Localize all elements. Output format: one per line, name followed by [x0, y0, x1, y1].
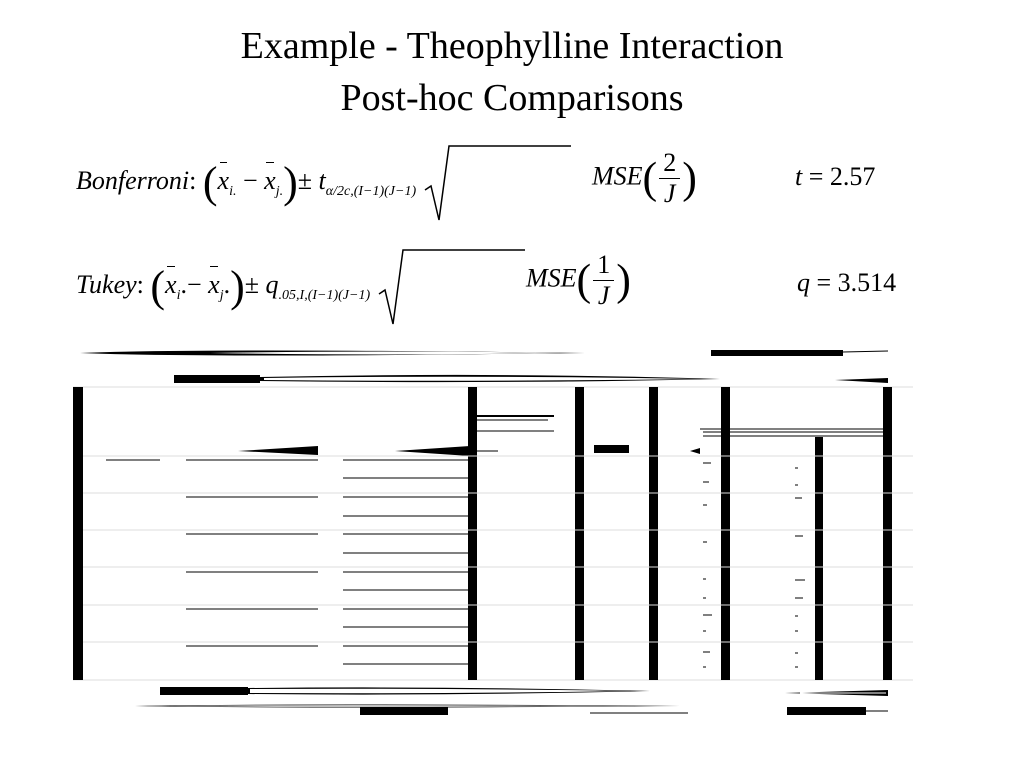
minus-sign: − [186, 269, 202, 299]
plus-minus-sign: ± [297, 165, 313, 195]
slide-title: Example - Theophylline Interaction Post-… [0, 20, 1024, 124]
radical-sign-icon [378, 249, 525, 325]
bonferroni-stat-eq: = [808, 162, 824, 191]
tukey-stat-value: 3.514 [837, 268, 897, 297]
square-root [377, 246, 527, 328]
bonferroni-label: Bonferroni [76, 165, 190, 195]
tukey-mse: MSE [526, 263, 577, 293]
x-j-subscript: j [219, 287, 224, 303]
bonferroni-stat-symbol: t [795, 162, 803, 191]
tukey-frac-num: 1 [593, 250, 615, 281]
tukey-critical-value: q = 3.514 [797, 268, 896, 298]
tukey-stat-symbol: q [797, 268, 810, 297]
bonferroni-frac-num: 2 [659, 148, 681, 179]
x-bar-j: x [208, 265, 220, 299]
tukey-frac-den: J [597, 281, 610, 310]
q-symbol: q [265, 269, 279, 299]
dot: . [180, 269, 187, 299]
x-bar-i: x [217, 161, 230, 195]
bonferroni-mse: MSE [592, 161, 643, 191]
x-bar-j: x [264, 161, 276, 195]
bonferroni-stat-value: 2.57 [829, 162, 876, 191]
frac-close-paren: ) [682, 153, 697, 203]
dot: . [223, 269, 231, 299]
bonferroni-critical-value: t = 2.57 [795, 162, 875, 192]
bonferroni-frac-den: J [663, 179, 676, 208]
radical-sign-icon [424, 145, 571, 221]
tukey-stat-eq: = [816, 268, 832, 297]
t-symbol: t [318, 165, 326, 195]
x-bar-i: x [165, 265, 177, 299]
title-line-2: Post-hoc Comparisons [340, 77, 684, 119]
q-subscript: .05,I,(I−1)(J−1) [278, 287, 371, 303]
open-paren: ( [202, 157, 218, 207]
close-paren: ) [230, 261, 245, 311]
x-i-subscript: i [176, 287, 181, 303]
tukey-formula: Tukey: (xi.− xj.)± q.05,I,(I−1)(J−1) [76, 246, 527, 328]
tukey-colon: : [136, 269, 144, 299]
minus-sign: − [242, 165, 258, 195]
x-i-subscript: i. [229, 183, 237, 199]
tukey-label: Tukey [76, 269, 137, 299]
open-paren: ( [150, 261, 166, 311]
frac-open-paren: ( [576, 255, 592, 305]
close-paren: ) [283, 157, 298, 207]
x-j-subscript: j. [275, 183, 284, 199]
title-line-1: Example - Theophylline Interaction [240, 25, 784, 67]
plus-minus-sign: ± [244, 269, 260, 299]
t-subscript: α/2c,(I−1)(J−1) [325, 183, 417, 199]
frac-close-paren: ) [616, 255, 631, 305]
frac-open-paren: ( [642, 153, 658, 203]
square-root [423, 142, 573, 224]
bonferroni-colon: : [189, 165, 197, 195]
bonferroni-formula: Bonferroni: (xi. − xj.)± tα/2c,(I−1)(J−1… [76, 142, 573, 224]
